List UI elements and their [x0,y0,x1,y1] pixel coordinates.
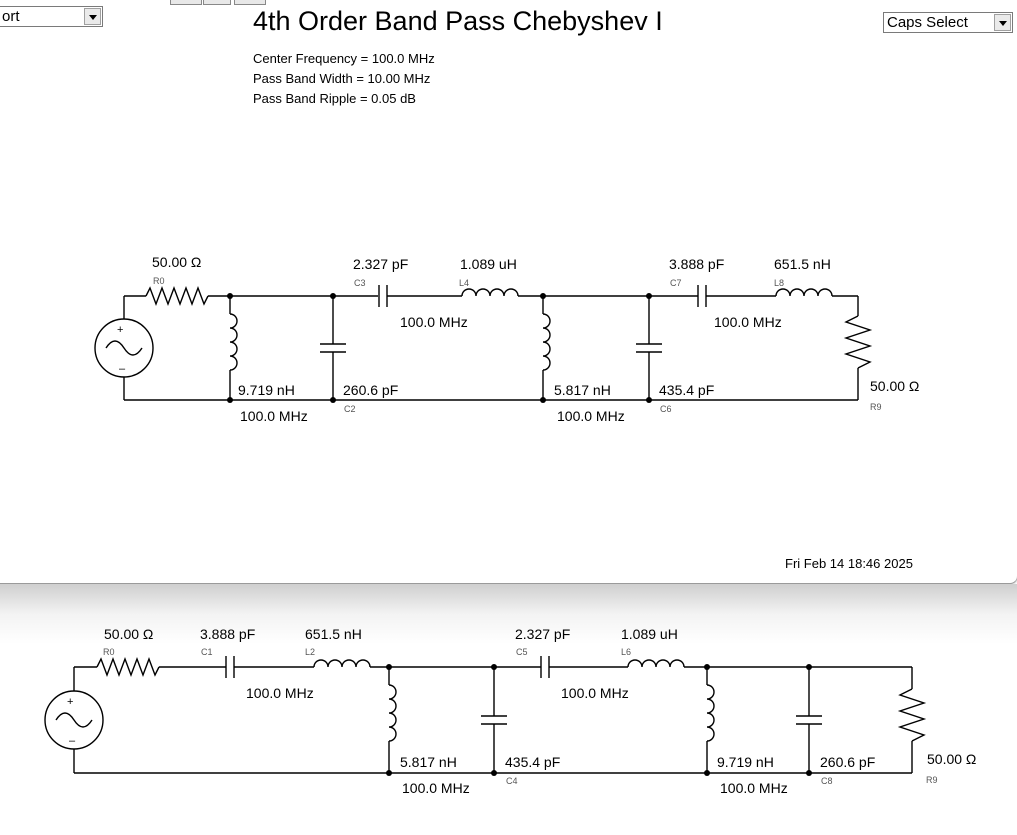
svg-text:–: – [119,363,126,375]
export-select-value: ort [2,8,20,25]
c1-value: 3.888 pF [200,626,256,642]
resistor-r0 [96,657,160,677]
c8-ref: C8 [821,776,833,786]
c2-value: 260.6 pF [343,382,399,398]
l4-value: 1.089 uH [460,256,517,272]
page-title: 4th Order Band Pass Chebyshev I [253,6,663,36]
c6-value: 435.4 pF [659,382,715,398]
c7-ref: C7 [670,278,682,288]
resistor-r0 [145,286,209,306]
chevron-down-icon[interactable] [84,8,101,25]
l3-value: 5.817 nH [400,754,457,770]
c2-ref: C2 [344,404,356,414]
r0-ref: R0 [153,276,165,286]
l5-value: 5.817 nH [554,382,611,398]
chevron-down-icon[interactable] [994,14,1011,31]
l4-ref: L4 [459,278,470,288]
r9-value: 50.00 Ω [870,378,920,394]
center-frequency: Center Frequency = 100.0 MHz [253,51,435,66]
export-select[interactable]: ort [0,6,103,27]
toolbar-tab[interactable] [170,0,202,5]
inductor-l4 [461,288,519,297]
c3-ref: C3 [354,278,366,288]
l1-value: 9.719 nH [238,382,295,398]
l5-freq: 100.0 MHz [557,408,625,424]
l6-value: 1.089 uH [621,626,678,642]
caps-select-value: Caps Select [887,14,968,31]
svg-text:+: + [67,696,73,708]
l7-freq: 100.0 MHz [720,780,788,796]
l3-freq: 100.0 MHz [402,780,470,796]
c8-value: 260.6 pF [820,754,876,770]
l8-freq: 100.0 MHz [714,314,782,330]
l2-ref: L2 [305,647,316,657]
r9-ref: R9 [870,402,882,412]
l4-freq: 100.0 MHz [400,314,468,330]
c1-ref: C1 [201,647,213,657]
l6-ref: L6 [621,647,632,657]
svg-text:+: + [117,324,123,336]
c5-value: 2.327 pF [515,626,571,642]
c5-ref: C5 [516,647,528,657]
l6-freq: 100.0 MHz [561,685,629,701]
c7-value: 3.888 pF [669,256,725,272]
l2-value: 651.5 nH [305,626,362,642]
schematic-sheet: ort Caps Select 4th Order Band Pass Cheb… [0,0,1017,584]
svg-text:–: – [69,735,76,747]
schematic-preview: + – 50.00 Ω R0 3.888 pF C1 651.5 nH L2 1… [0,584,1017,835]
caps-select[interactable]: Caps Select [883,12,1013,33]
l8-ref: L8 [774,278,785,288]
l8-value: 651.5 nH [774,256,831,272]
bottom-schematic: + – [44,656,927,776]
c3-value: 2.327 pF [353,256,409,272]
r9-ref: R9 [926,775,938,785]
toolbar-tab[interactable] [234,0,266,5]
l1-freq: 100.0 MHz [240,408,308,424]
r0-value: 50.00 Ω [104,626,154,642]
timestamp: Fri Feb 14 18:46 2025 [785,556,913,571]
r0-ref: R0 [103,647,115,657]
r9-value: 50.00 Ω [927,751,977,767]
c6-ref: C6 [660,404,672,414]
top-schematic: + – [94,285,873,403]
resistor-r9 [843,315,873,369]
inductor-l2 [313,659,371,668]
inductor-l6 [627,659,685,668]
inductor-l8 [775,288,833,297]
toolbar-tab[interactable] [203,0,231,5]
l2-freq: 100.0 MHz [246,685,314,701]
pass-band-width: Pass Band Width = 10.00 MHz [253,71,431,86]
l7-value: 9.719 nH [717,754,774,770]
c4-ref: C4 [506,776,518,786]
r0-value: 50.00 Ω [152,254,202,270]
resistor-r9 [897,688,927,742]
c4-value: 435.4 pF [505,754,561,770]
pass-band-ripple: Pass Band Ripple = 0.05 dB [253,91,416,106]
